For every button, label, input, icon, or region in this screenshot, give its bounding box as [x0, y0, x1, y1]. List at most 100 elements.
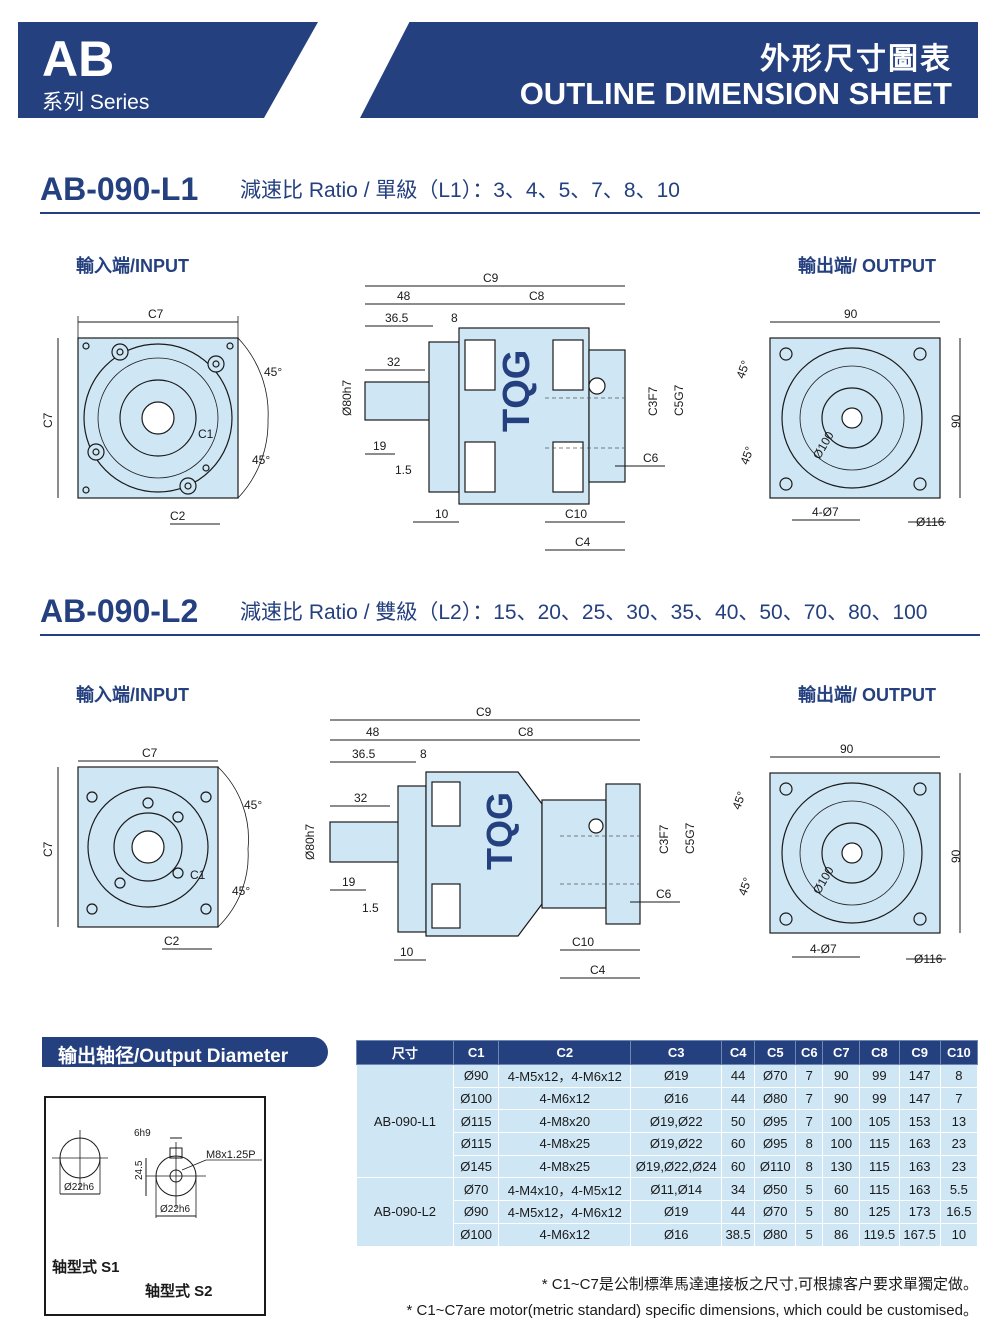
table-cell: 167.5 [898, 1222, 941, 1247]
table-header: C4 [721, 1040, 756, 1065]
table-header-row: 尺寸 C1 C2 C3 C4 C5 C6 C7 C8 C9 C10 [356, 1040, 979, 1065]
table-cell: Ø90 [452, 1064, 500, 1088]
shaft-type-s2: 轴型式 S2 [145, 1283, 213, 1300]
table-cell: 10 [939, 1222, 979, 1247]
l1-brand-logo: TQG [496, 350, 538, 432]
l1-side-10: 10 [435, 507, 449, 521]
section-l2-output-label: 輸出端/ OUTPUT [798, 685, 936, 705]
l2-side-c5: C5G7 [683, 822, 697, 854]
od-thread: M8x1.25P [206, 1149, 256, 1161]
l2-in-c7-top: C7 [142, 746, 158, 760]
table-cell: 50 [721, 1109, 756, 1134]
table-cell: 130 [822, 1154, 861, 1179]
l1-side-8: 8 [451, 311, 458, 325]
table-cell: 90 [822, 1086, 861, 1111]
series-label: 系列 Series [42, 91, 150, 114]
l2-out-45-b: 45° [735, 875, 754, 897]
l1-side-1-5: 1.5 [395, 463, 412, 477]
table-cell: 86 [822, 1222, 861, 1247]
table-cell: Ø70 [754, 1200, 797, 1224]
l1-out-90-top: 90 [844, 307, 858, 321]
table-cell: 163 [898, 1177, 941, 1202]
table-cell: 119.5 [859, 1222, 900, 1247]
table-cell: Ø115 [452, 1109, 500, 1134]
section-l1-title-row: AB-090-L1 減速比 Ratio / 單級（L1）：3、4、5、7、8、1… [40, 166, 980, 214]
header-title-banner: 外形尺寸圖表 OUTLINE DIMENSION SHEET [360, 22, 978, 118]
table-header: C5 [754, 1040, 797, 1065]
table-cell: 115 [859, 1132, 900, 1156]
l2-side-10: 10 [400, 945, 414, 959]
l2-side-c6: C6 [656, 887, 672, 901]
series-code: AB [42, 31, 115, 87]
table-cell: 16.5 [939, 1200, 979, 1224]
table-cell: Ø19 [630, 1064, 723, 1088]
table-cell: Ø100 [452, 1222, 500, 1247]
table-model-cell: AB-090-L2 [356, 1177, 454, 1247]
l2-side-c8: C8 [518, 725, 534, 739]
l2-brand-logo: TQG [479, 792, 520, 870]
table-cell: 5.5 [939, 1177, 979, 1202]
table-header: C3 [630, 1040, 723, 1065]
table-cell: 4-M8x20 [498, 1109, 632, 1134]
table-cell: 4-M6x12 [498, 1222, 632, 1247]
table-cell: Ø70 [754, 1064, 797, 1088]
note-en: * C1~C7are motor(metric standard) specif… [406, 1302, 979, 1319]
l2-side-8: 8 [420, 747, 427, 761]
l2-out-90-top: 90 [840, 742, 854, 756]
table-cell: 100 [822, 1132, 861, 1156]
l1-in-c2: C2 [170, 509, 186, 523]
table-cell: 125 [859, 1200, 900, 1224]
section-l1-output-label: 輸出端/ OUTPUT [798, 256, 936, 276]
table-cell: 153 [898, 1109, 941, 1134]
table-cell: Ø110 [754, 1154, 797, 1179]
table-cell: Ø19,Ø22 [630, 1132, 723, 1156]
section-l2-title-row: AB-090-L2 減速比 Ratio / 雙級（L2）：15、20、25、30… [40, 588, 980, 636]
table-cell: Ø19 [630, 1200, 723, 1224]
table-cell: 23 [939, 1132, 979, 1156]
table-header: C6 [795, 1040, 824, 1065]
table-cell: 4-M5x12，4-M6x12 [498, 1200, 632, 1224]
table-cell: 8 [795, 1132, 824, 1156]
table-cell: 173 [898, 1200, 941, 1224]
table-cell: 7 [795, 1086, 824, 1111]
table-cell: 147 [898, 1064, 941, 1088]
table-cell: 115 [859, 1177, 900, 1202]
table-cell: Ø115 [452, 1132, 500, 1156]
l1-side-d80: Ø80h7 [340, 380, 354, 416]
table-cell: 4-M6x12 [498, 1086, 632, 1111]
table-row: Ø115 4-M8x25 Ø19,Ø22 60 Ø95 8 100 115 16… [357, 1132, 979, 1156]
table-cell: 163 [898, 1132, 941, 1156]
l2-side-d80: Ø80h7 [303, 824, 317, 860]
l1-side-c6: C6 [643, 451, 659, 465]
header-series-banner: AB 系列 Series [18, 22, 318, 118]
table-header: 尺寸 [356, 1040, 454, 1065]
title-cn: 外形尺寸圖表 [760, 43, 952, 76]
table-cell: Ø16 [630, 1086, 723, 1111]
l1-side-c10: C10 [565, 507, 587, 521]
table-cell: 99 [859, 1064, 900, 1088]
table-cell: 105 [859, 1109, 900, 1134]
table-cell: 163 [898, 1154, 941, 1179]
l1-in-45-b: 45° [252, 453, 270, 467]
l2-output-drawing: 90 90 45° 45° Ø100 4-Ø7 Ø116 [729, 742, 963, 966]
table-cell: 7 [939, 1086, 979, 1111]
table-cell: 5 [795, 1222, 824, 1247]
l1-in-c1: C1 [198, 427, 214, 441]
table-cell: Ø95 [754, 1109, 797, 1134]
dimension-table: 尺寸 C1 C2 C3 C4 C5 C6 C7 C8 C9 C10 AB-090… [356, 1040, 979, 1247]
l1-out-45-b: 45° [737, 444, 756, 466]
od-keyway-height: 24.5 [134, 1160, 145, 1180]
l2-side-32: 32 [354, 791, 368, 805]
table-cell: 7 [795, 1064, 824, 1088]
od-s2-diameter: Ø22h6 [160, 1204, 190, 1215]
l2-out-holes: 4-Ø7 [810, 942, 837, 956]
output-diameter-title: 输出轴径/Output Diameter [42, 1037, 328, 1067]
table-cell: Ø11,Ø14 [630, 1177, 723, 1202]
l2-out-d116: Ø116 [914, 952, 943, 966]
table-cell: 60 [721, 1132, 756, 1156]
l1-input-drawing: C7 C7 45° 45° C1 C2 [41, 307, 282, 525]
section-l1-input-label: 輸入端/INPUT [76, 256, 190, 276]
output-diameter-box [44, 1096, 266, 1316]
table-cell: 4-M4x10，4-M5x12 [498, 1177, 632, 1202]
l2-side-c3: C3F7 [657, 824, 671, 854]
